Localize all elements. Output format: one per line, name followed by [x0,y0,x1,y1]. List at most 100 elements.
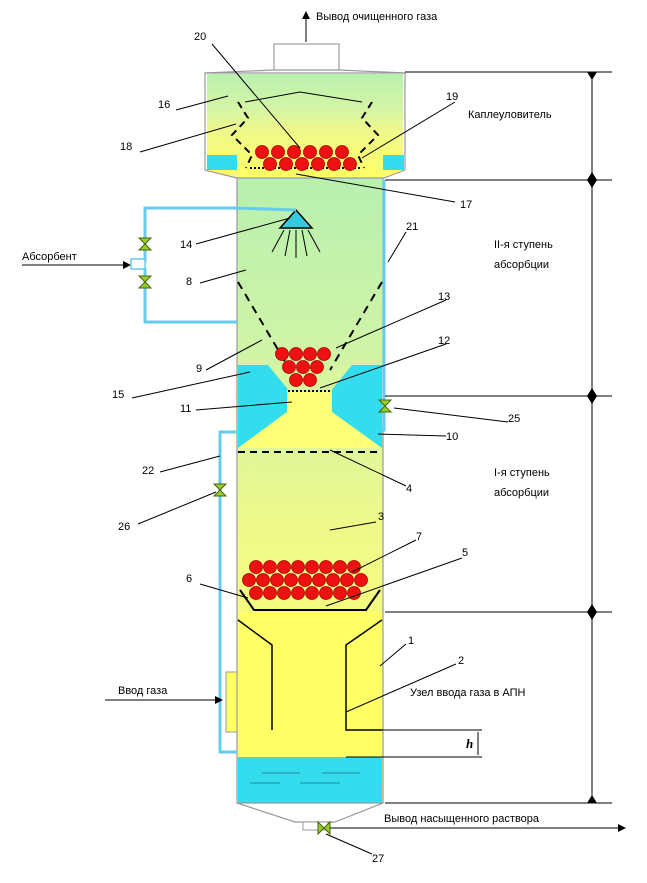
packing-ball [354,573,368,587]
absorbent-nozzle [130,258,146,270]
packing-ball [319,586,333,600]
packing-ball [335,145,349,159]
packing-ball [291,560,305,574]
stage2-label-2: абсорбции [494,259,549,271]
callout-25: 25 [508,413,520,425]
packing-ball [327,157,341,171]
callout-9: 9 [196,363,202,375]
gas-inlet-label: Ввод газа [118,685,168,697]
packing-ball [319,145,333,159]
dimension-ticks [587,72,597,803]
valve-lower-absorbent [137,275,153,289]
callout-10: 10 [446,431,458,443]
stage1-label-2: абсорбции [494,487,549,499]
packing-ball [289,347,303,361]
packing-ball [347,586,361,600]
packing-ball [291,586,305,600]
head-liquid-left [207,155,237,170]
packing-ball [287,145,301,159]
callout-12: 12 [438,335,450,347]
packing-ball [249,560,263,574]
callout-1: 1 [408,635,414,647]
packing-ball [310,360,324,374]
packing-ball [256,573,270,587]
packing-ball [275,347,289,361]
callout-21: 21 [406,221,418,233]
valve-upper-absorbent [137,237,153,251]
stage1-label-1: I-я ступень [494,467,550,479]
packing-ball [279,157,293,171]
callout-16: 16 [158,99,170,111]
packing-ball [263,586,277,600]
packing-ball [255,145,269,159]
droplet-catcher-chevrons [230,101,380,169]
packing-ball [271,145,285,159]
packing-ball [312,573,326,587]
callout-8: 8 [186,276,192,288]
packing-ball [296,360,310,374]
valves [137,237,393,836]
droplet-catcher-label: Каплеуловитель [468,109,552,121]
spray-lines [271,229,321,258]
packing-ball [326,573,340,587]
packing-ball [249,586,263,600]
packing-ball [277,560,291,574]
valve-26 [212,483,228,497]
packing-support-6 [239,589,381,611]
packing-ball [284,573,298,587]
pipe-22 [218,430,237,754]
callout-5: 5 [462,547,468,559]
packing-ball [343,157,357,171]
bottom-cone [236,802,384,823]
top-outlet-nozzle [273,43,340,71]
droplet-catcher-roof [244,91,363,103]
packing-ball [263,560,277,574]
stage2-label-1: II-я ступень [494,239,553,251]
packing-ball [319,560,333,574]
packing-ball [303,347,317,361]
mid-funnel [238,390,382,448]
packing-ball [270,573,284,587]
packing-ball [317,347,331,361]
packing-ball [333,586,347,600]
callout-14: 14 [180,239,192,251]
packing-ball [340,573,354,587]
packing-ball [289,373,303,387]
callout-7: 7 [416,531,422,543]
packing-ball [298,573,312,587]
pipe-absorbent-top [143,206,297,262]
callout-15: 15 [112,389,124,401]
packing-ball [295,157,309,171]
packing-ball [242,573,256,587]
callout-13: 13 [438,291,450,303]
head-liquid-right [383,155,404,170]
callout-27: 27 [372,853,384,865]
callout-11: 11 [180,403,191,415]
packing-ball [263,157,277,171]
absorbent-label: Абсорбент [22,251,77,263]
callout-numbers: 20 16 18 19 18 17 14 21 8 9 13 12 15 11 … [112,31,520,865]
valve-27 [317,820,331,836]
gas-inlet-flange [225,671,238,733]
packing-ball [303,373,317,387]
callout-18: 18 [120,141,132,153]
leader-lines [131,43,509,855]
packing-ball [311,157,325,171]
valve-25 [377,399,393,413]
saturated-outlet-label: Вывод насыщенного раствора [384,813,540,825]
h-symbol: h [466,736,473,751]
callout-20: 20 [194,31,206,43]
packing-ball [277,586,291,600]
callout-17: 17 [460,199,472,211]
callout-6: 6 [186,573,192,585]
outlet-clean-gas-label: Вывод очищенного газа [316,11,438,23]
callout-26: 26 [118,521,130,533]
packing-ball [305,586,319,600]
packing-balls [242,145,368,600]
packing-ball [282,360,296,374]
callout-3: 3 [378,511,384,523]
packing-ball [305,560,319,574]
callout-22: 22 [142,465,154,477]
callout-19-label: 19 [446,91,458,103]
